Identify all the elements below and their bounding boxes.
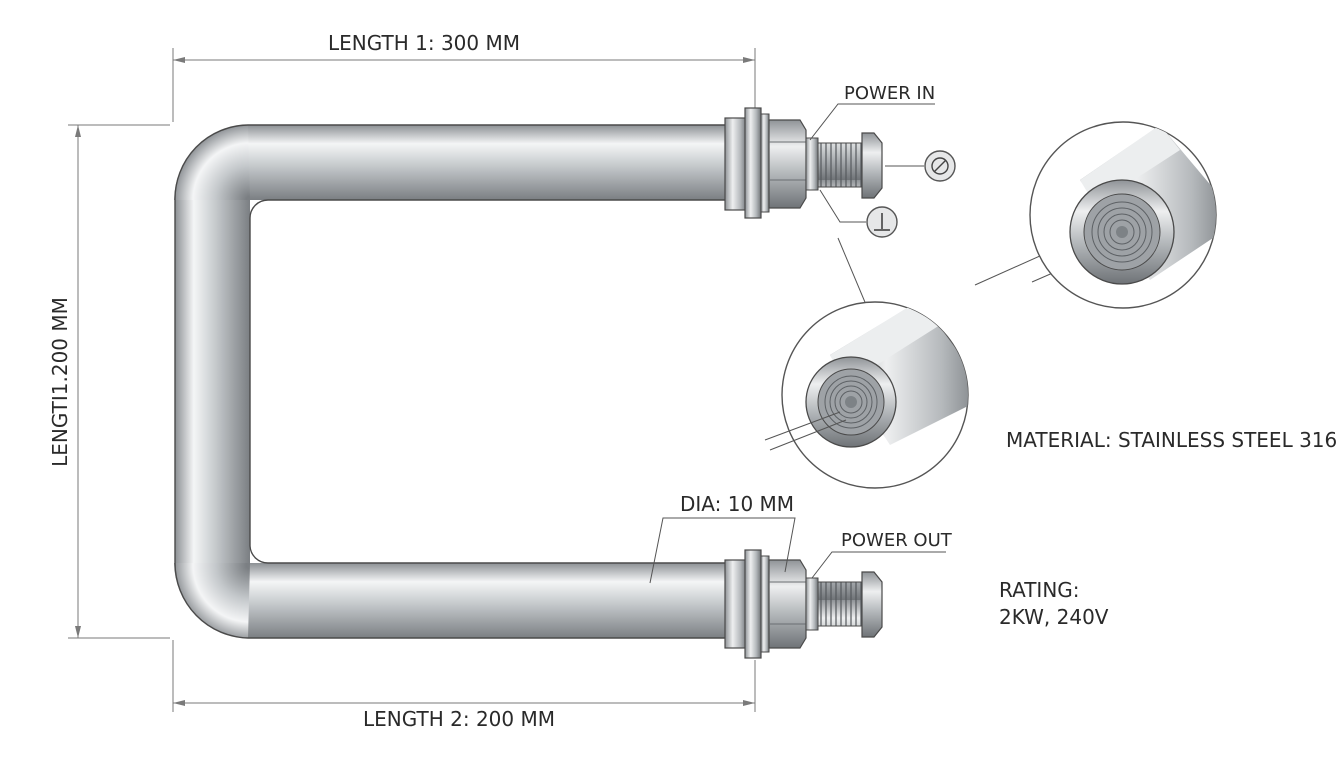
dimension-lines bbox=[68, 48, 756, 712]
power-in-label: POWER IN bbox=[844, 83, 935, 104]
bottom-terminal-assembly bbox=[724, 549, 883, 659]
material-label: MATERIAL: STAINLESS STEEL 316 bbox=[1006, 428, 1337, 452]
left-length-label: LENGTI1.200 MM bbox=[48, 297, 72, 467]
length-1-label: LENGTH 1: 300 MM bbox=[328, 31, 520, 55]
power-out-label: POWER OUT bbox=[841, 530, 953, 551]
detail-view-middle bbox=[764, 301, 969, 489]
rating-title: RATING: bbox=[999, 578, 1080, 602]
rating-value: 2KW, 240V bbox=[999, 605, 1109, 629]
top-terminal-assembly bbox=[724, 107, 883, 219]
diameter-label: DIA: 10 MM bbox=[680, 492, 794, 516]
no-entry-circle-icon bbox=[924, 150, 956, 182]
length-2-label: LENGTH 2: 200 MM bbox=[363, 707, 555, 731]
ground-circle-icon bbox=[866, 206, 898, 238]
u-shaped-heating-tube bbox=[174, 124, 730, 639]
detail-view-right bbox=[1029, 121, 1217, 309]
